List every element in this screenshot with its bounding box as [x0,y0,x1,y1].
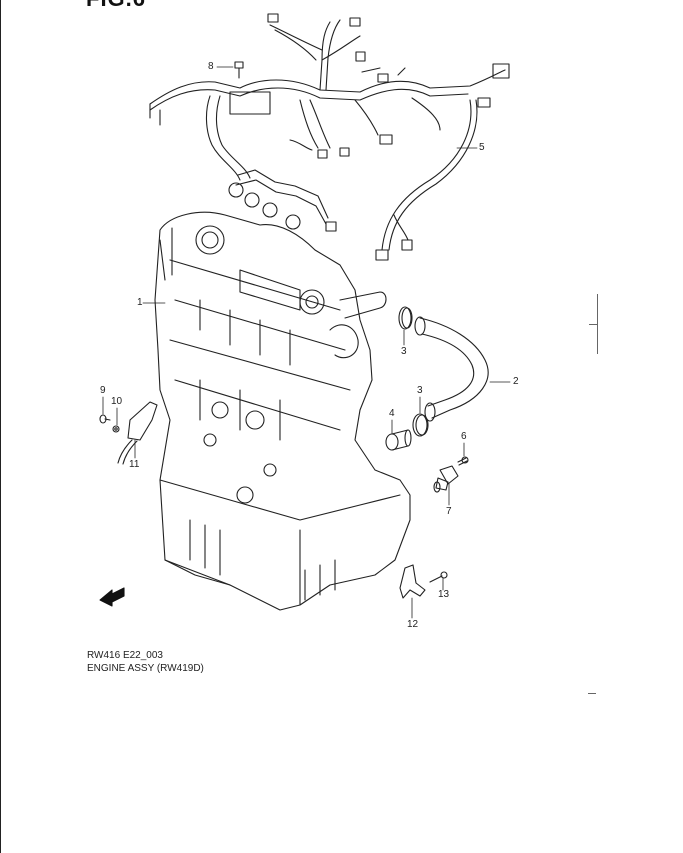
callout-3-lower: 3 [417,385,423,396]
bolt-part-8[interactable] [234,61,244,79]
callout-2: 2 [513,376,519,387]
callout-12: 12 [407,619,419,630]
sensor-part-7[interactable] [433,465,459,493]
washer-part-10[interactable] [112,425,120,433]
screw-part-6[interactable] [457,456,469,466]
fitting-part-4[interactable] [385,429,412,451]
callout-8: 8 [208,61,214,72]
margin-mark-dash [588,693,596,694]
bolt-part-13[interactable] [429,571,448,583]
callout-10: 10 [111,396,123,407]
bolt-part-9[interactable] [99,414,111,424]
callout-3-upper: 3 [401,346,407,357]
clamp-part-3-upper[interactable] [398,306,413,330]
callout-13: 13 [438,589,450,600]
callout-5: 5 [479,142,485,153]
figure-code: RW416 E22_003 [87,650,163,661]
leader-lines [102,66,511,619]
margin-mark-tick [589,324,597,325]
wiring-harness-part-5[interactable] [149,13,510,261]
hose-part-2[interactable] [414,316,489,422]
figure-title: FIG.6 [86,0,146,12]
callout-1: 1 [137,297,143,308]
clamp-part-3-lower[interactable] [412,413,429,437]
callout-11: 11 [129,459,140,470]
callout-4: 4 [389,408,395,419]
page-border [0,0,1,853]
margin-mark-vertical [597,294,598,354]
bracket-part-11[interactable] [117,401,158,465]
front-direction-arrow [99,587,125,607]
callout-6: 6 [461,431,467,442]
engine-block-part-1[interactable] [154,211,411,611]
figure-name: ENGINE ASSY (RW419D) [87,663,204,674]
callout-7: 7 [446,506,452,517]
callout-9: 9 [100,385,106,396]
bracket-part-12[interactable] [399,564,426,599]
